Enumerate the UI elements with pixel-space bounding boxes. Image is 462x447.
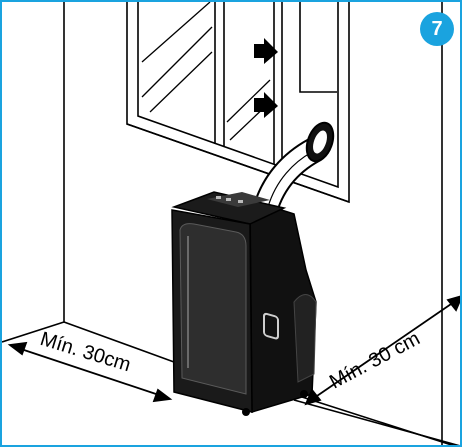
wheel <box>300 390 308 398</box>
rear-grille <box>294 295 316 383</box>
portable-air-conditioner <box>172 192 316 416</box>
wheel <box>242 408 250 416</box>
exhaust-hose <box>264 119 338 214</box>
dimension-arrowhead <box>448 296 462 310</box>
dimension-arrowhead <box>10 343 26 354</box>
front-panel <box>180 224 246 394</box>
window <box>127 2 349 202</box>
step-number-badge: 7 <box>420 12 454 46</box>
window-right-pane <box>300 2 337 92</box>
dimension-arrowhead <box>154 390 170 401</box>
baseboard-line <box>294 400 462 447</box>
